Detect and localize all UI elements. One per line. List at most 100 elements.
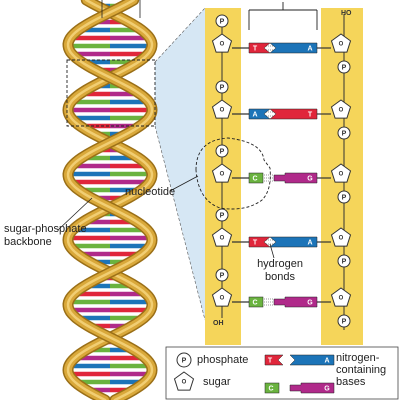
helix-strand-1-highlight [66,0,154,400]
right-sugar [330,99,352,119]
nucleotide-label: nucleotide [125,186,176,198]
zoom-line-bottom [154,125,206,321]
right-base-letter: A [307,239,312,246]
left-base-C [248,296,264,308]
right-sugar-oxygen: O [339,108,344,114]
right-phosphate [337,314,351,328]
legend-base-A [289,354,335,366]
left-phosphate-letter: P [220,272,225,279]
hbonds-label-line1: hydrogen [257,258,303,270]
left-phosphate [215,268,229,282]
right-phosphate-letter: P [342,64,347,71]
left-base-T [248,42,271,54]
left-phosphate [215,208,229,222]
left-sugar-oxygen: O [220,172,225,178]
legend-base-C-letter: C [268,385,273,392]
zoom-wedge [155,8,205,320]
oh-end-label: OH [213,320,224,327]
right-base-letter: A [307,45,312,52]
left-base-letter: T [253,239,258,246]
legend-sugar-icon [173,371,195,391]
right-base-A [269,236,318,248]
legend-base-A-letter: A [324,357,329,364]
right-phosphate [337,60,351,74]
left-phosphate-letter: P [220,148,225,155]
legend-bases-line1: nitrogen- [336,352,380,364]
left-base-letter: T [253,45,258,52]
left-phosphate [215,14,229,28]
nucleotide-pointer [169,175,199,192]
legend-phosphate-icon-letter: P [182,357,187,364]
right-base-T [269,108,318,120]
right-base-letter: G [307,299,313,306]
right-phosphate-letter: P [342,318,347,325]
right-sugar-oxygen: O [339,172,344,178]
legend-sugar-label: sugar [203,376,231,388]
zoom-line-top [154,7,206,63]
legend-base-G-letter: G [324,385,330,392]
nucleotide-outline [195,137,271,210]
legend-base-C [264,382,280,394]
right-phosphate-letter: P [342,194,347,201]
left-base-A [248,108,271,120]
left-phosphate-letter: P [220,18,225,25]
legend-base-T [264,354,284,366]
left-sugar-oxygen: O [220,236,225,242]
left-sugar [211,33,233,53]
right-base-G [273,296,318,308]
left-base-letter: C [252,299,257,306]
left-phosphate [215,144,229,158]
left-base-T [248,236,271,248]
left-phosphate-letter: P [220,84,225,91]
hbonds-label-line2: bonds [265,270,295,283]
sugar-phosphate-backbone-label: sugar-phosphate backbone [4,223,87,248]
legend-base-T-letter: T [268,357,273,364]
right-sugar [330,227,352,247]
legend-sugar-oxygen: O [182,380,187,386]
right-sugar-oxygen: O [339,236,344,242]
backbone-pointer [57,197,93,231]
right-phosphate [337,254,351,268]
right-base-letter: G [307,175,313,182]
right-phosphate [337,126,351,140]
legend-base-G [289,382,335,394]
backbone-label-line2: backbone [4,235,52,248]
left-base-letter: A [252,111,257,118]
legend-bases-line3: bases [336,376,366,389]
left-sugar-oxygen: O [220,296,225,302]
legend-bases-label: nitrogen- containing bases [336,352,386,388]
right-base-A [269,42,318,54]
left-sugar-oxygen: O [220,108,225,114]
right-sugar-oxygen: O [339,296,344,302]
left-sugar [211,287,233,307]
right-sugar-oxygen: O [339,42,344,48]
right-sugar [330,163,352,183]
right-base-G [273,172,318,184]
right-base-letter: T [308,111,313,118]
right-phosphate [337,190,351,204]
helix-strand-2-highlight [66,0,154,400]
legend-bases-line2: containing [336,364,387,377]
left-phosphate [215,80,229,94]
left-sugar [211,99,233,119]
helix-zoom-box [66,59,156,127]
left-base-letter: C [252,175,257,182]
left-base-C [248,172,264,184]
backbone-label-line1: sugar-phosphate [4,223,87,235]
right-sugar [330,33,352,53]
ho-end-label: HO [341,10,352,17]
hydrogen-bonds-label: hydrogen bonds [250,258,310,283]
right-phosphate-letter: P [342,130,347,137]
left-phosphate-letter: P [220,212,225,219]
right-sugar [330,287,352,307]
legend-phosphate-label: phosphate [197,354,249,366]
left-sugar [211,227,233,247]
left-sugar-oxygen: O [220,42,225,48]
pair-bracket [248,2,318,30]
left-sugar [211,163,233,183]
right-phosphate-letter: P [342,258,347,265]
hydrogen-bond-pointer [269,243,275,259]
legend-phosphate-icon [176,352,192,368]
